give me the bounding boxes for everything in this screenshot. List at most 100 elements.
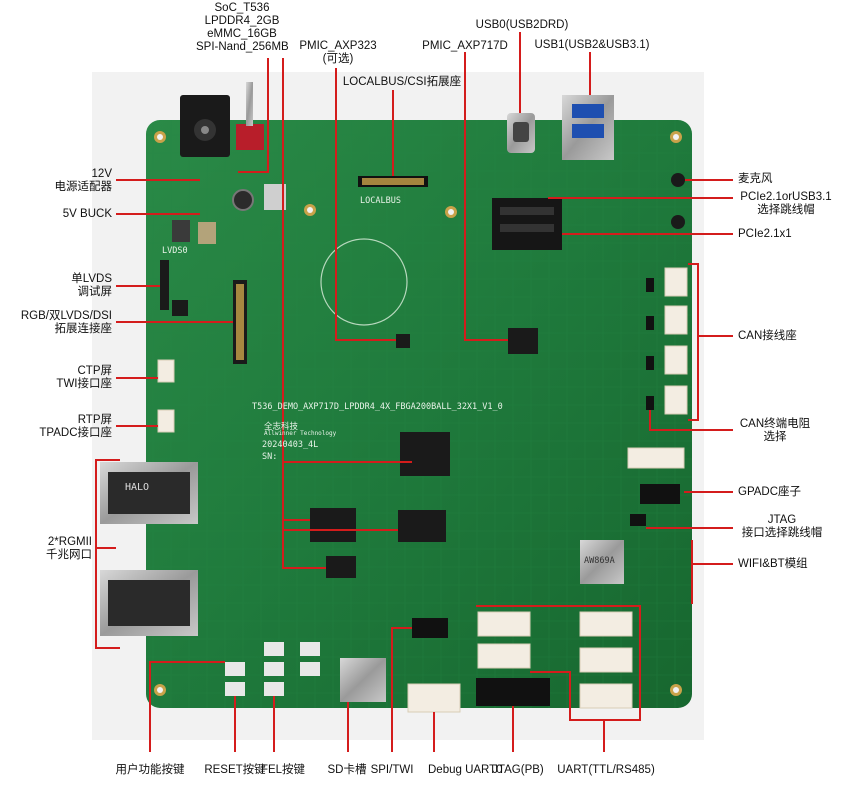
ethernet-port-2 [100,570,198,636]
rtp-connector [157,409,175,433]
jtag-pb-header [476,678,550,706]
board-name-silkscreen: T536_DEMO_AXP717D_LPDDR4_4X_FBGA200BALL_… [252,402,503,412]
pmic-axp717d-label: PMIC_AXP717D [422,40,508,52]
pmic-axp323-label-line1: PMIC_AXP323 [299,40,377,52]
soc-chip [400,432,450,476]
uart-label: UART(TTL/RS485) [557,764,655,776]
battery-holder-outline [320,238,408,326]
usb1-connector [562,95,614,160]
localbus-ref: LOCALBUS [360,196,401,206]
lvds-single-label-line1: 单LVDS [71,273,112,285]
sd-card-slot [340,658,386,702]
buck-5v-label: 5V BUCK [62,208,112,220]
spi-twi-label: SPI/TWI [370,764,414,776]
reset-button [225,682,245,696]
jtag-jumper-label: JTAG 接口选择跳线帽 [728,514,836,540]
capacitors [172,184,286,244]
pcie-jumper-label-line2: 选择跳线帽 [757,204,815,216]
sd-label: SD卡槽 [327,764,367,776]
rgb-lvds-label: RGB/双LVDS/DSI 拓展连接座 [2,310,112,336]
lvds-connector [160,260,169,310]
rgb-lvds-label-line1: RGB/双LVDS/DSI [20,310,112,322]
can-label: CAN接线座 [738,330,797,342]
soc-label-line3: eMMC_16GB [207,28,277,40]
rgb-lvds-dsi-connector [233,280,247,364]
power-switch [236,82,264,150]
power-12v-label-line2: 电源适配器 [54,181,113,193]
rgmii-label-line2: 千兆网口 [46,549,92,561]
usb1-label: USB1(USB2&USB3.1) [534,39,650,51]
wifi-bt-label: WIFI&BT模组 [738,558,808,570]
debug-uart-label: Debug UART0 [428,764,503,776]
pmic-axp323-label-line2: (可选) [322,53,354,65]
jtag-select-jumper [630,514,646,526]
dc-power-jack [180,95,230,157]
wifi-module-ref: AW869A [584,556,615,566]
rtp-label-line1: RTP屏 [77,414,112,426]
can-term-label: CAN终端电阻 选择 [730,418,820,444]
soc-label-line2: LPDDR4_2GB [204,15,280,27]
can-term-label-line2: 选择 [763,431,787,443]
can-connectors [664,267,688,415]
lvds-ref: LVDS0 [162,246,188,256]
vendor-silkscreen: 全志科技 [264,422,299,432]
date-silkscreen: 20240403_4L [262,440,319,450]
jtag-jumper-label-line2: 接口选择跳线帽 [741,527,823,539]
rtp-label-line2: TPADC接口座 [39,427,112,439]
pmic-axp323-label: PMIC_AXP323 (可选) [296,40,380,66]
rgmii-label: 2*RGMII 千兆网口 [14,536,92,562]
reset-label: RESET按键 [204,764,266,776]
can-term-label-line1: CAN终端电阻 [739,418,811,430]
power-12v-label: 12V 电源适配器 [14,168,113,194]
pmic-axp717d-chip [508,328,538,354]
rj45-brand: HALO [125,482,150,493]
usb0-connector [507,113,535,153]
buck-chip [172,300,188,316]
pmic-axp323-chip [396,334,410,348]
lvds-single-label-line2: 调试屏 [77,286,113,298]
pcie-jumper-label-line1: PCIe2.1orUSB3.1 [740,191,832,203]
localbus-connector [358,176,428,187]
sn-silkscreen: SN: [262,452,278,462]
power-12v-label-line1: 12V [91,168,112,180]
gpadc-label: GPADC座子 [738,486,802,498]
emmc-chip [398,510,446,542]
microphone-2 [671,215,685,229]
pcie-jumper-label: PCIe2.1orUSB3.1 选择跳线帽 [734,191,838,217]
mic-label: 麦克风 [738,173,773,185]
pcie-label: PCIe2.1x1 [738,228,792,240]
ctp-label-line2: TWI接口座 [56,378,112,390]
can-termination-jumpers [646,278,654,410]
localbus-label: LOCALBUS/CSI拓展座 [342,76,462,88]
usb0-label: USB0(USB2DRD) [475,19,569,31]
lpddr4-chip [310,508,356,542]
soc-label: SoC_T536 LPDDR4_2GB eMMC_16GB SPI-Nand_2… [196,2,289,54]
user-keys-label: 用户功能按键 [115,764,185,776]
ctp-connector [157,359,175,383]
spi-twi-header [412,618,448,638]
ctp-label-line1: CTP屏 [77,365,113,377]
uart-connectors [477,611,633,709]
rtp-label: RTP屏 TPADC接口座 [2,414,112,440]
fel-label: FEL按键 [260,764,306,776]
fel-button [264,682,284,696]
wifi-bt-module [580,540,624,584]
soc-label-line1: SoC_T536 [214,2,270,14]
leader-lines [95,32,733,752]
lvds-single-label: 单LVDS 调试屏 [14,273,112,299]
soc-label-line4: SPI-Nand_256MB [196,41,289,53]
ethernet-port-1 [100,462,198,524]
pcie-slot [492,198,562,250]
rgmii-label-line1: 2*RGMII [47,536,92,548]
vendor-en-silkscreen: Allwinner Technology [264,430,337,437]
jtag-jumper-label-line1: JTAG [767,514,797,526]
spi-nand-chip [326,556,356,578]
ctp-label: CTP屏 TWI接口座 [14,365,112,391]
gpadc-connector [627,447,685,504]
microphone [671,173,685,187]
jtag-pb-label: JTAG(PB) [492,764,544,776]
user-keys [225,642,320,676]
mounting-holes [154,131,682,696]
